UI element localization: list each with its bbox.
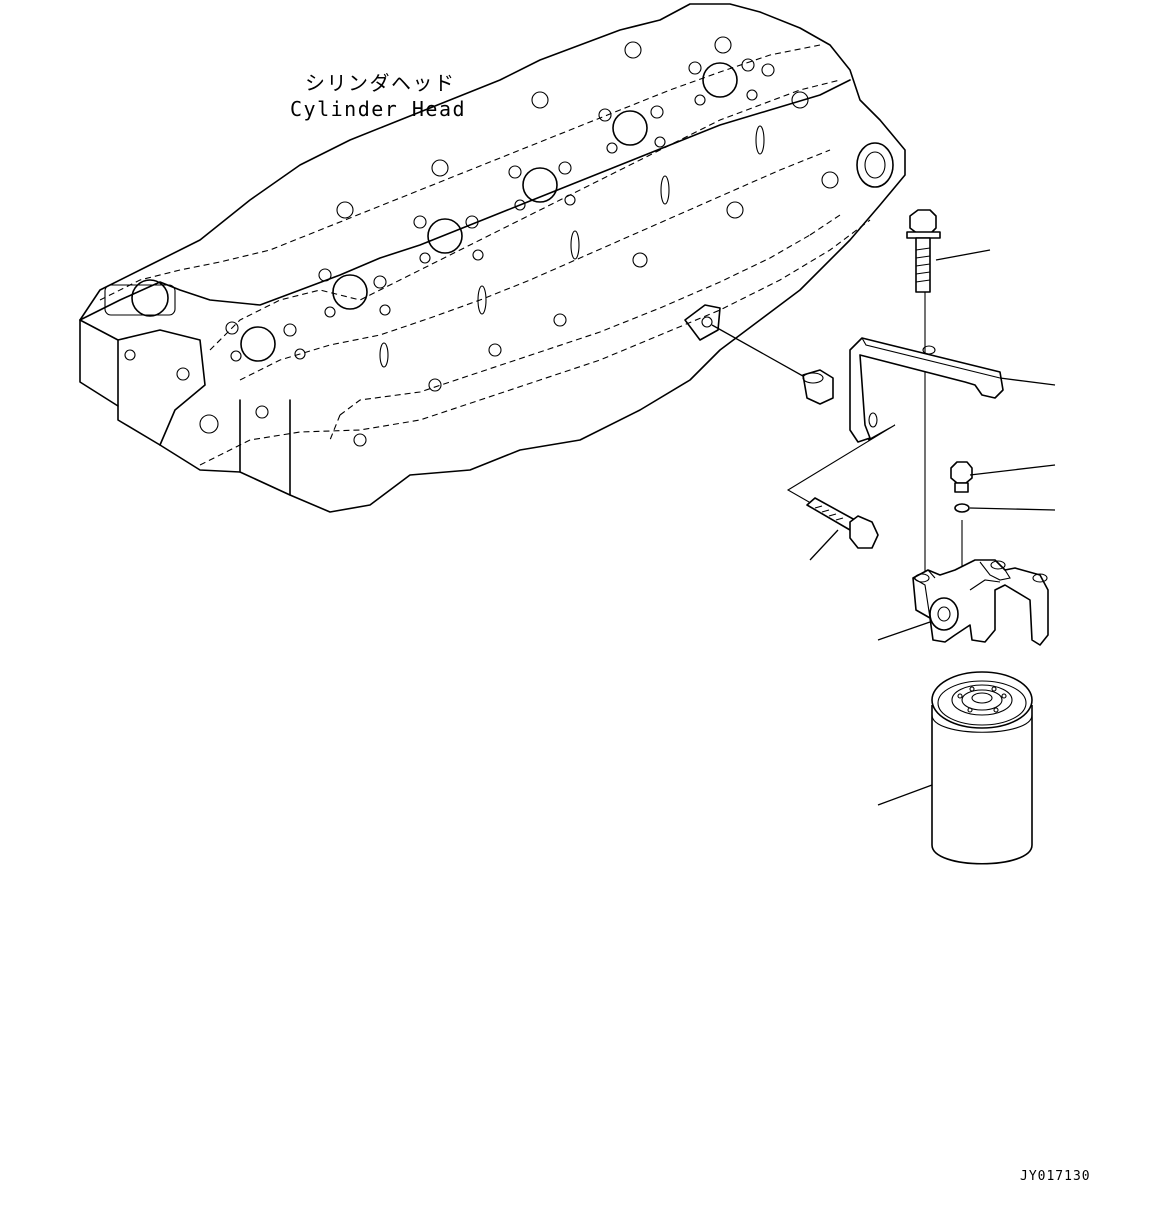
cylinder-head	[79, 3, 906, 513]
dowel-pin	[711, 324, 834, 405]
plug	[950, 461, 1056, 493]
drawing-id: JY017130	[1020, 1169, 1091, 1184]
cylinder-head-label-en: Cylinder Head	[290, 97, 466, 121]
mounting-bracket	[849, 337, 1056, 443]
cylinder-head-label-jp: シリンダヘッド	[305, 71, 456, 95]
filter-element	[877, 671, 1033, 865]
side-bolt	[806, 497, 879, 561]
o-ring	[954, 503, 1056, 513]
top-bolt	[906, 209, 991, 293]
bracket-guide	[786, 424, 896, 511]
filter-head	[877, 559, 1049, 646]
